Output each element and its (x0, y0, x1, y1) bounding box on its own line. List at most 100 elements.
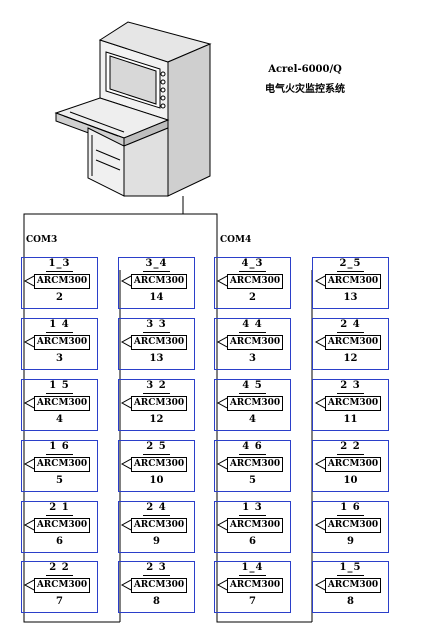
module-connector (120, 579, 131, 591)
module-connector (216, 397, 227, 409)
module-address-label: 5 (56, 475, 63, 486)
arcm300-module: 2 2 ARCM300 10 (312, 440, 389, 492)
module-connector (314, 397, 325, 409)
label-underline (337, 454, 364, 455)
system-model-title: Acrel-6000/Q (268, 64, 342, 75)
label-underline (46, 454, 73, 455)
label-underline (239, 454, 266, 455)
module-address-label: 12 (343, 353, 358, 364)
module-circuit-label: 1 6 (340, 502, 361, 513)
module-address-label: 10 (343, 475, 358, 486)
module-connector (23, 579, 34, 591)
module-connector (314, 519, 325, 531)
arcm300-module: 4 4 ARCM300 3 (214, 318, 291, 370)
module-circuit-label: 2 2 (49, 562, 70, 573)
module-model-label: ARCM300 (131, 578, 187, 593)
module-circuit-label: 4 6 (242, 441, 263, 452)
label-underline (46, 515, 73, 516)
bus-label-com3: COM3 (26, 235, 58, 245)
arcm300-module: 2 3 ARCM300 8 (118, 561, 195, 613)
module-circuit-label: 3 2 (146, 380, 167, 391)
monitoring-host-cabinet (54, 21, 212, 197)
label-underline (143, 515, 170, 516)
module-model-label: ARCM300 (325, 274, 381, 289)
label-underline (143, 575, 170, 576)
module-address-label: 4 (56, 414, 63, 425)
label-underline (143, 332, 170, 333)
module-connector (23, 519, 34, 531)
module-connector (120, 397, 131, 409)
label-underline (239, 515, 266, 516)
module-connector (120, 336, 131, 348)
module-model-label: ARCM300 (131, 457, 187, 472)
module-model-label: ARCM300 (325, 335, 381, 350)
label-underline (337, 515, 364, 516)
module-model-label: ARCM300 (227, 335, 283, 350)
module-connector (120, 519, 131, 531)
module-circuit-label: 2 4 (340, 319, 361, 330)
module-model-label: ARCM300 (227, 457, 283, 472)
module-circuit-label: 2 5 (146, 441, 167, 452)
module-model-label: ARCM300 (34, 457, 90, 472)
module-address-label: 9 (347, 536, 354, 547)
module-circuit-label: 1 5 (49, 380, 70, 391)
module-address-label: 5 (249, 475, 256, 486)
label-underline (46, 393, 73, 394)
module-address-label: 13 (149, 353, 164, 364)
module-connector (216, 519, 227, 531)
module-address-label: 7 (56, 596, 63, 607)
module-address-label: 12 (149, 414, 164, 425)
module-address-label: 3 (56, 353, 63, 364)
system-name-title: 电气火灾监控系统 (265, 84, 345, 95)
module-address-label: 8 (153, 596, 160, 607)
module-model-label: ARCM300 (34, 274, 90, 289)
module-circuit-label: 4 4 (242, 319, 263, 330)
module-circuit-label: 1 3 (242, 502, 263, 513)
module-connector (120, 275, 131, 287)
label-underline (239, 393, 266, 394)
label-underline (337, 271, 364, 272)
module-connector (120, 458, 131, 470)
module-circuit-label: 1 6 (49, 441, 70, 452)
module-address-label: 9 (153, 536, 160, 547)
module-connector (23, 458, 34, 470)
arcm300-module: 1 6 ARCM300 5 (21, 440, 98, 492)
bus-label-com4: COM4 (220, 235, 252, 245)
module-address-label: 7 (249, 596, 256, 607)
module-address-label: 11 (343, 414, 358, 425)
module-circuit-label: 1_3 (48, 258, 71, 269)
module-model-label: ARCM300 (325, 578, 381, 593)
module-connector (314, 458, 325, 470)
label-underline (337, 393, 364, 394)
module-connector (23, 336, 34, 348)
module-connector (314, 579, 325, 591)
module-circuit-label: 2 2 (340, 441, 361, 452)
module-address-label: 13 (343, 292, 358, 303)
module-model-label: ARCM300 (325, 457, 381, 472)
module-connector (216, 458, 227, 470)
module-address-label: 6 (56, 536, 63, 547)
module-model-label: ARCM300 (131, 335, 187, 350)
arcm300-module: 2 2 ARCM300 7 (21, 561, 98, 613)
module-circuit-label: 2 1 (49, 502, 70, 513)
module-circuit-label: 2_5 (339, 258, 362, 269)
module-circuit-label: 3_4 (145, 258, 168, 269)
module-address-label: 3 (249, 353, 256, 364)
module-address-label: 6 (249, 536, 256, 547)
module-circuit-label: 2 3 (146, 562, 167, 573)
label-underline (46, 271, 73, 272)
module-model-label: ARCM300 (227, 396, 283, 411)
module-circuit-label: 4 5 (242, 380, 263, 391)
module-model-label: ARCM300 (34, 578, 90, 593)
